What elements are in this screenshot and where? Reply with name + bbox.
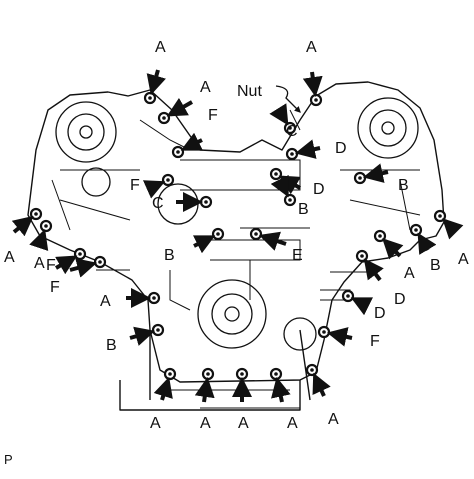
bolt-type-label: B <box>164 247 175 264</box>
nut-label: Nut <box>237 83 262 100</box>
bolt-type-label: D <box>374 305 386 322</box>
callout-arrow <box>294 139 321 159</box>
callout-arrow <box>180 132 204 151</box>
callout-arrow <box>192 235 216 254</box>
bolt-type-label: D <box>313 181 325 198</box>
bolt-center <box>166 178 170 182</box>
bolt-center <box>346 294 350 298</box>
bolt-center <box>152 296 156 300</box>
bolt-type-label: A <box>4 249 15 266</box>
callout-arrow <box>363 258 384 282</box>
bolt-center <box>156 328 160 332</box>
bolt-type-label: D <box>394 291 406 308</box>
bolt-center <box>310 368 314 372</box>
bolt-center <box>274 172 278 176</box>
bolt-type-label: A <box>200 79 211 96</box>
bolt-type-label: A <box>150 415 161 432</box>
callout-arrow <box>166 97 193 117</box>
bolt-type-label: F <box>46 257 56 274</box>
bolt-type-label: B <box>298 201 309 218</box>
bolt-type-label: A <box>306 39 317 56</box>
callout-arrow <box>146 69 166 96</box>
bolt-center <box>358 176 362 180</box>
bolt-type-label: F <box>208 107 218 124</box>
callout-arrow <box>312 372 331 397</box>
callout-arrow <box>326 327 353 347</box>
bolt-type-label: C <box>152 195 164 212</box>
bolt-type-label: C <box>286 123 298 140</box>
callout-arrows <box>11 69 464 403</box>
bolt-center <box>240 372 244 376</box>
bolt-center <box>288 126 292 130</box>
callout-arrow <box>382 238 404 260</box>
bolt-center <box>216 232 220 236</box>
bolt-type-label: D <box>335 140 347 157</box>
callout-arrow <box>362 163 389 183</box>
bolt-center <box>206 372 210 376</box>
bolt-type-label: A <box>287 415 298 432</box>
bolt-type-label: A <box>238 415 249 432</box>
bolt-center <box>274 372 278 376</box>
bolt-center <box>78 252 82 256</box>
callout-arrow <box>350 297 374 316</box>
nut-leader-line <box>275 85 301 113</box>
bolt-type-label: F <box>130 177 140 194</box>
callout-arrow <box>258 231 287 251</box>
bolt-center <box>322 330 326 334</box>
bolt-type-label: A <box>100 293 111 310</box>
bolt-type-label: A <box>34 255 45 272</box>
bolt-type-label: A <box>155 39 166 56</box>
engine-detail-lines <box>51 109 421 409</box>
bolt-type-label: E <box>292 247 303 264</box>
cam-sprockets <box>55 97 419 351</box>
bolt-center <box>254 232 258 236</box>
bolt-center <box>438 214 442 218</box>
callout-arrow <box>54 255 78 275</box>
bolt-type-label: B <box>106 337 117 354</box>
engine-block-outline <box>27 81 445 411</box>
callout-arrow <box>11 215 34 237</box>
callout-arrow <box>142 180 166 199</box>
bolt-center <box>162 116 166 120</box>
callout-arrow <box>194 376 215 403</box>
bolt-type-label: A <box>404 265 415 282</box>
callout-arrow <box>417 232 437 255</box>
bolt-center <box>148 96 152 100</box>
bolt-type-label: A <box>200 415 211 432</box>
bolt-type-label: A <box>458 251 469 268</box>
bolt-type-label: F <box>50 279 60 296</box>
callout-arrow <box>69 258 98 278</box>
bolt-markers <box>29 91 447 381</box>
bolt-center <box>168 372 172 376</box>
callout-arrow <box>153 376 173 401</box>
bolt-type-label: B <box>430 257 441 274</box>
bolt-center <box>360 254 364 258</box>
bolt-center <box>44 224 48 228</box>
bolt-type-label: F <box>370 333 380 350</box>
bolt-center <box>34 212 38 216</box>
bolt-center <box>288 198 292 202</box>
bolt-center <box>290 152 294 156</box>
bolt-center <box>314 98 318 102</box>
bolt-type-label: B <box>398 177 409 194</box>
callout-arrow <box>129 326 156 346</box>
callout-arrow <box>442 218 464 240</box>
bolt-center <box>176 150 180 154</box>
callout-arrow <box>270 174 289 198</box>
bolt-center <box>204 200 208 204</box>
bolt-type-label: A <box>328 411 339 428</box>
bolt-center <box>414 228 418 232</box>
nut-callout: Nut <box>237 83 301 113</box>
callout-arrow <box>29 228 49 251</box>
bolt-center <box>98 260 102 264</box>
figure-code: P <box>4 452 13 467</box>
callout-arrow <box>278 175 302 195</box>
callout-arrow <box>302 71 323 98</box>
callout-arrow <box>269 103 289 126</box>
bolt-center <box>378 234 382 238</box>
callout-arrow <box>271 376 291 403</box>
